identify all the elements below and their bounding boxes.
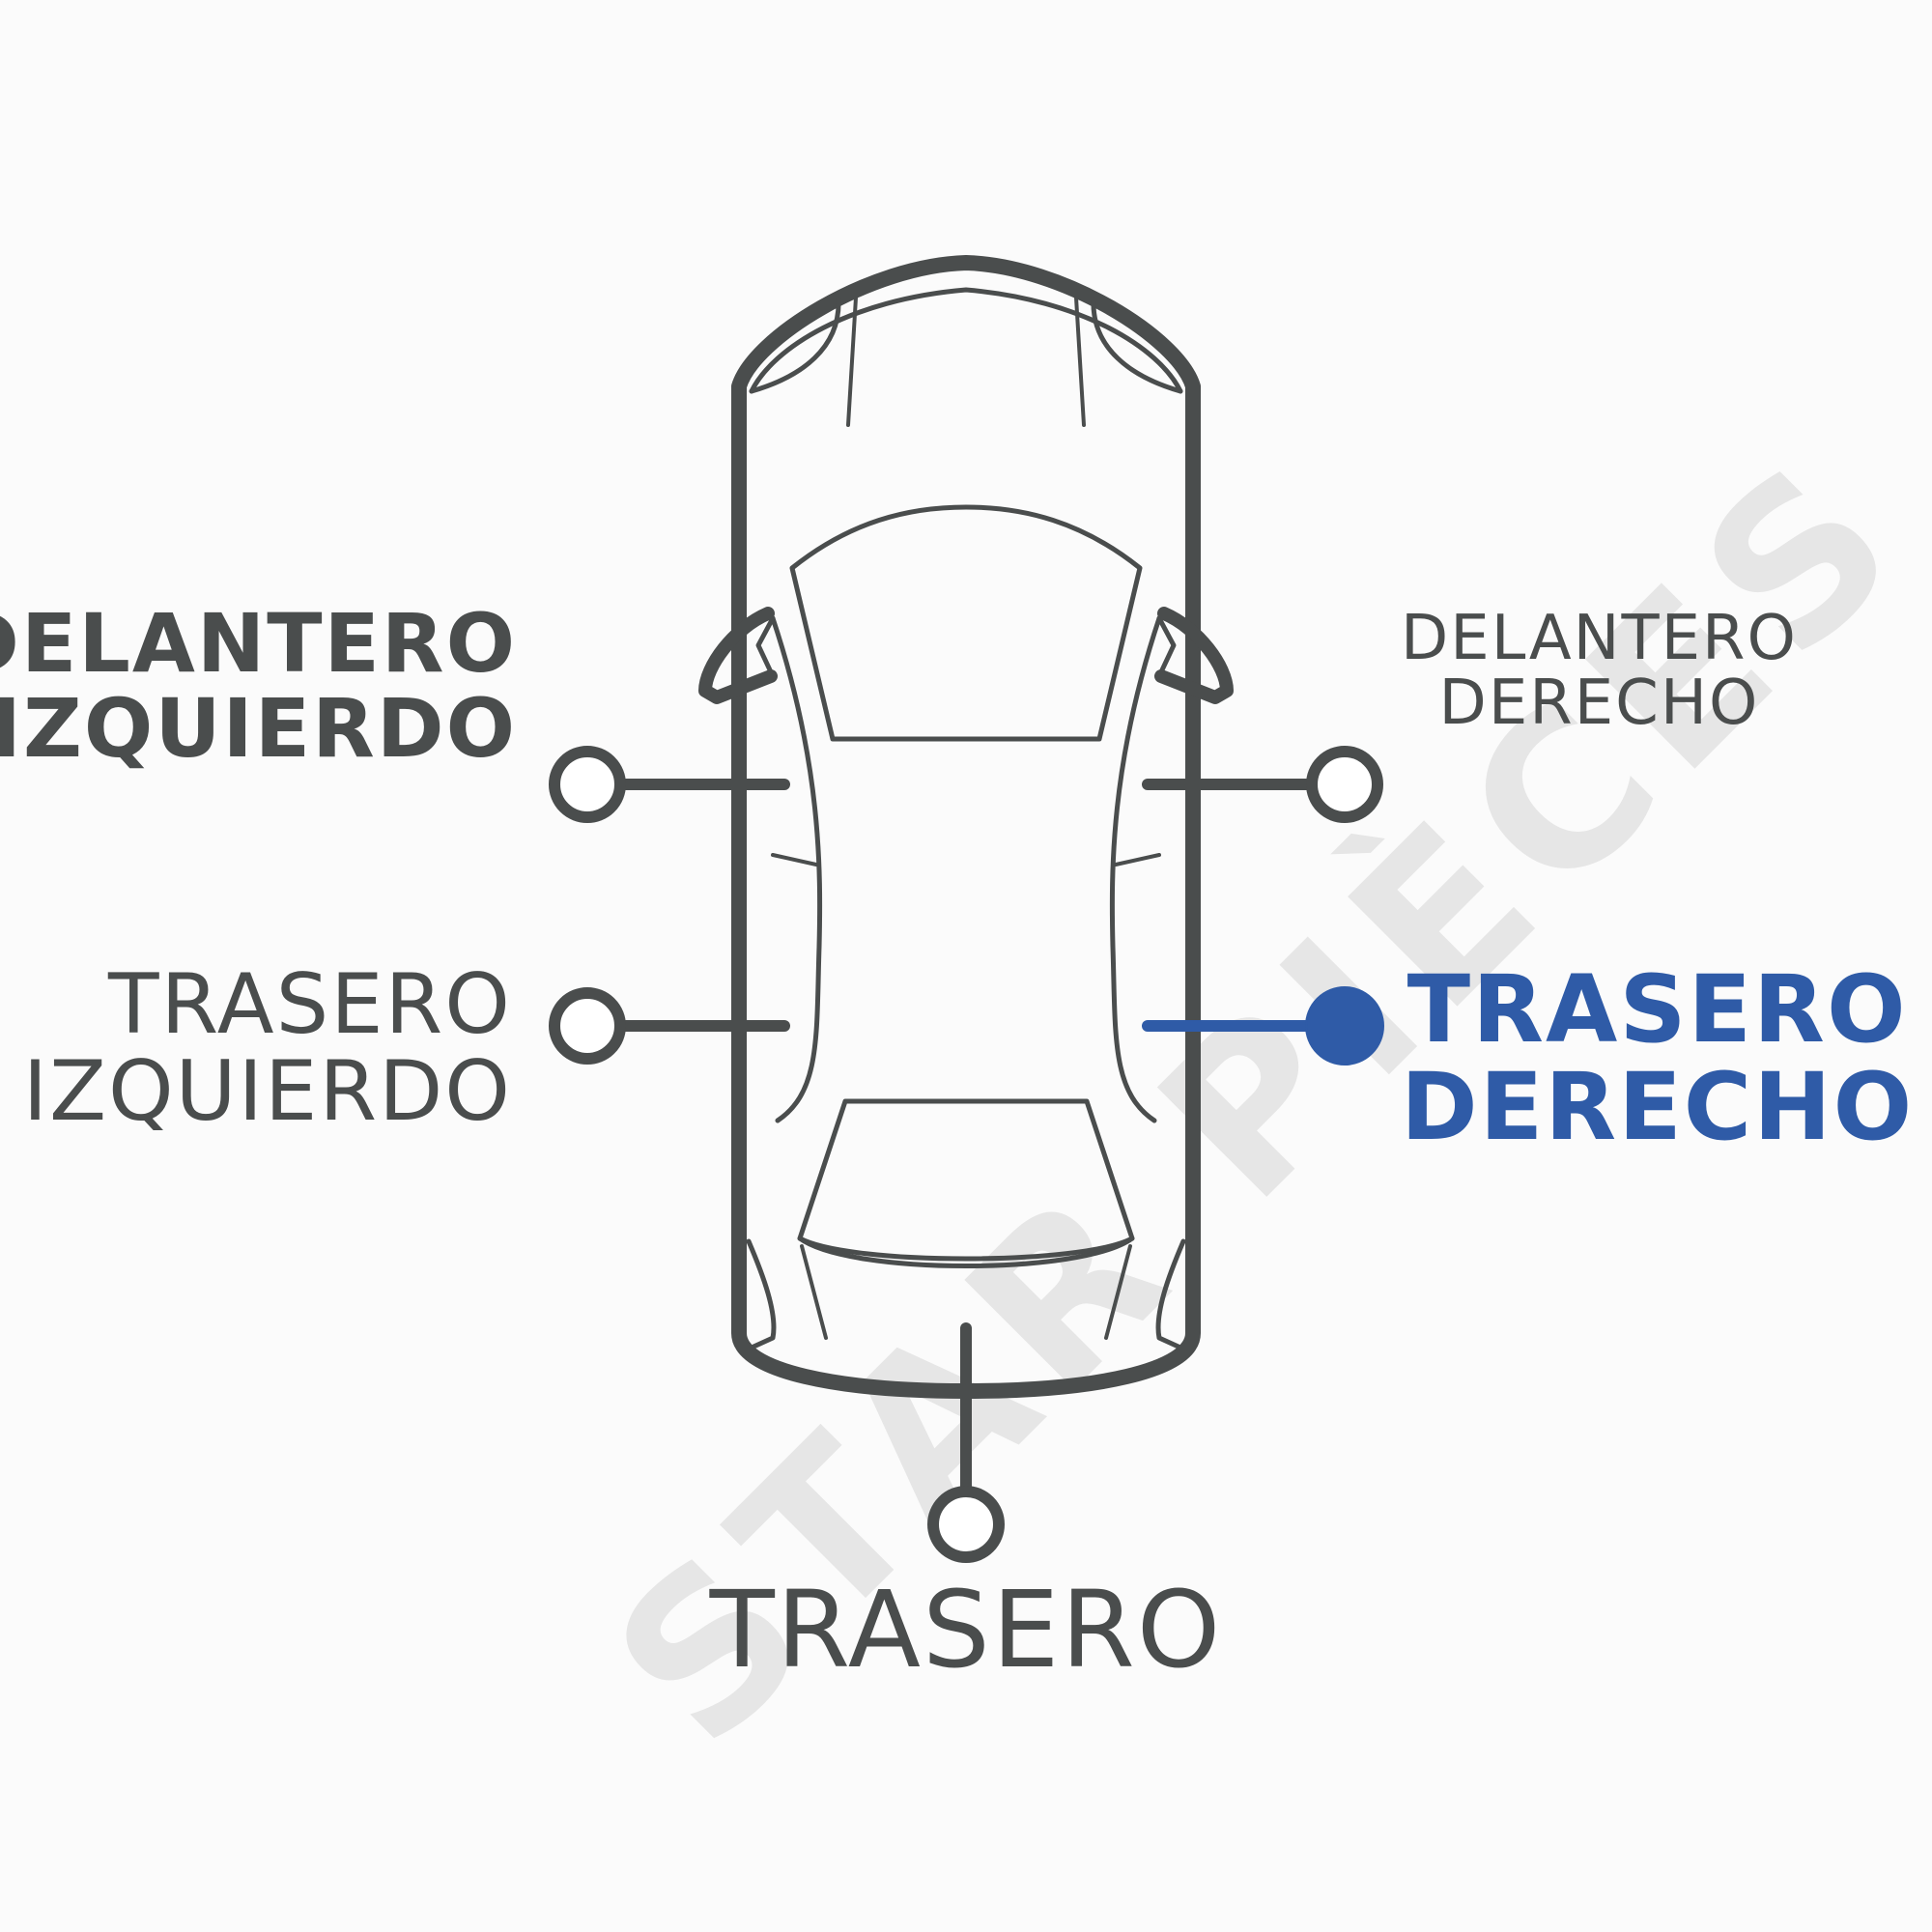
label-front-left-line1: DELANTERO [0, 596, 517, 691]
mirror-detail-left [755, 615, 776, 679]
label-front-left[interactable]: DELANTERO IZQUIERDO [0, 596, 517, 777]
trunk-side-right [1104, 1244, 1132, 1340]
headlight-right [1091, 297, 1183, 394]
marker-rear [927, 1486, 1005, 1563]
mirror-detail-right [1156, 615, 1177, 679]
label-front-right-line2: DERECHO [1438, 668, 1760, 740]
label-rear-left-line1: TRASERO [107, 956, 512, 1053]
label-rear-right-line1: TRASERO [1406, 955, 1908, 1064]
marker-rear-left [549, 987, 626, 1065]
label-front-right[interactable]: DELANTERO DERECHO [1401, 603, 1798, 740]
label-rear-line1: TRASERO [709, 1568, 1223, 1691]
label-rear-right-line2: DERECHO [1401, 1052, 1915, 1161]
mirror-right [1154, 607, 1234, 704]
door-line-right [1114, 853, 1161, 867]
side-line-right [1109, 615, 1162, 1123]
label-front-right-line1: DELANTERO [1401, 603, 1798, 674]
car-body-outline [731, 255, 1201, 1399]
mirror-left [698, 607, 778, 704]
hood-crease-left [846, 296, 858, 427]
marker-front-left [549, 746, 626, 823]
label-rear-right[interactable]: TRASERO DERECHO [1401, 961, 1914, 1156]
trunk-side-left [800, 1244, 828, 1340]
side-line-left [770, 615, 823, 1123]
rear-window [797, 1098, 1135, 1268]
taillight-left [746, 1238, 777, 1350]
door-line-left [771, 853, 818, 867]
headlight-left [749, 297, 841, 394]
label-front-left-line2: IZQUIERDO [0, 681, 517, 777]
taillight-right [1155, 1238, 1186, 1350]
hood-line [749, 287, 1183, 394]
trunk-line [797, 1236, 1135, 1262]
label-rear[interactable]: TRASERO [0, 1568, 1932, 1691]
marker-rear-right [1305, 986, 1384, 1065]
windshield [789, 504, 1143, 742]
marker-front-right [1306, 746, 1383, 823]
label-rear-left-line2: IZQUIERDO [22, 1043, 512, 1141]
label-rear-left[interactable]: TRASERO IZQUIERDO [23, 961, 512, 1136]
hood-crease-right [1074, 296, 1086, 427]
